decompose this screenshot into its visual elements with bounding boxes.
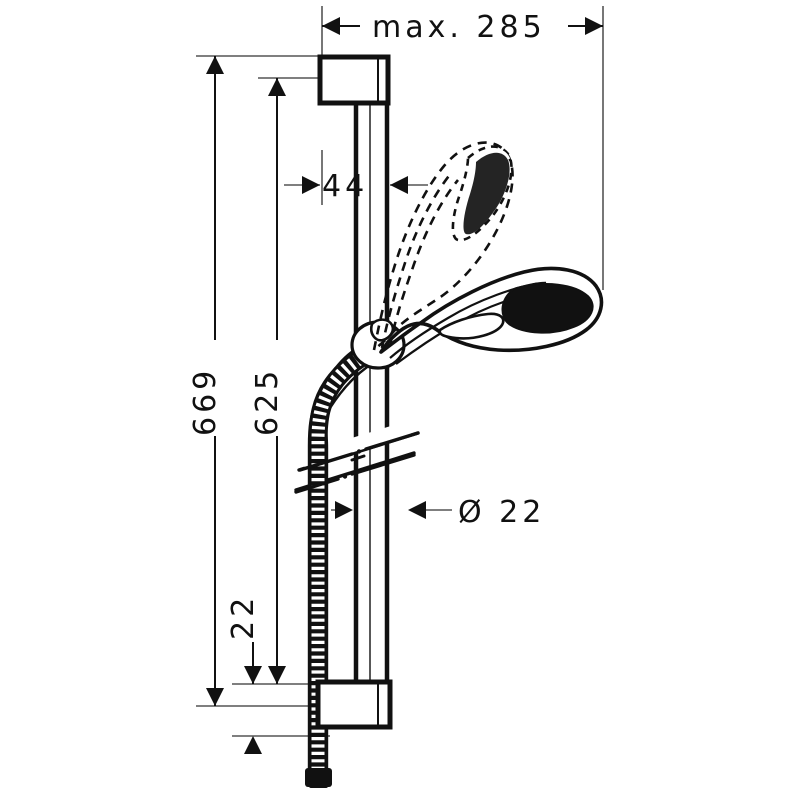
dimension-label-44: 44 bbox=[322, 169, 368, 204]
dimension-22-lower: 22 bbox=[226, 570, 274, 754]
dimension-label-669: 669 bbox=[188, 367, 223, 436]
hand-shower-lowered bbox=[379, 266, 604, 365]
dimension-label-max-285: max. 285 bbox=[372, 10, 546, 45]
dimension-625: 625 bbox=[250, 78, 298, 684]
dimension-label-diameter-22: Ø 22 bbox=[458, 495, 545, 530]
bottom-wall-bracket bbox=[315, 679, 393, 730]
phantom-head-highlight bbox=[477, 148, 511, 160]
dimension-669: 669 bbox=[188, 56, 236, 706]
phantom-head-shading bbox=[463, 152, 510, 235]
dimension-diameter-22: Ø 22 bbox=[335, 495, 545, 530]
dimension-max-285: max. 285 bbox=[322, 8, 603, 45]
hose-contour bbox=[307, 343, 380, 770]
dimension-label-22-lower: 22 bbox=[226, 594, 261, 640]
slide-bar bbox=[353, 103, 390, 690]
dimension-label-625: 625 bbox=[250, 367, 285, 436]
break-line-top bbox=[294, 431, 420, 494]
top-wall-bracket bbox=[317, 54, 391, 106]
hand-shower-raised-phantom bbox=[372, 141, 514, 352]
break-gap-upper bbox=[300, 420, 412, 468]
hose-connector-nut bbox=[305, 768, 332, 788]
